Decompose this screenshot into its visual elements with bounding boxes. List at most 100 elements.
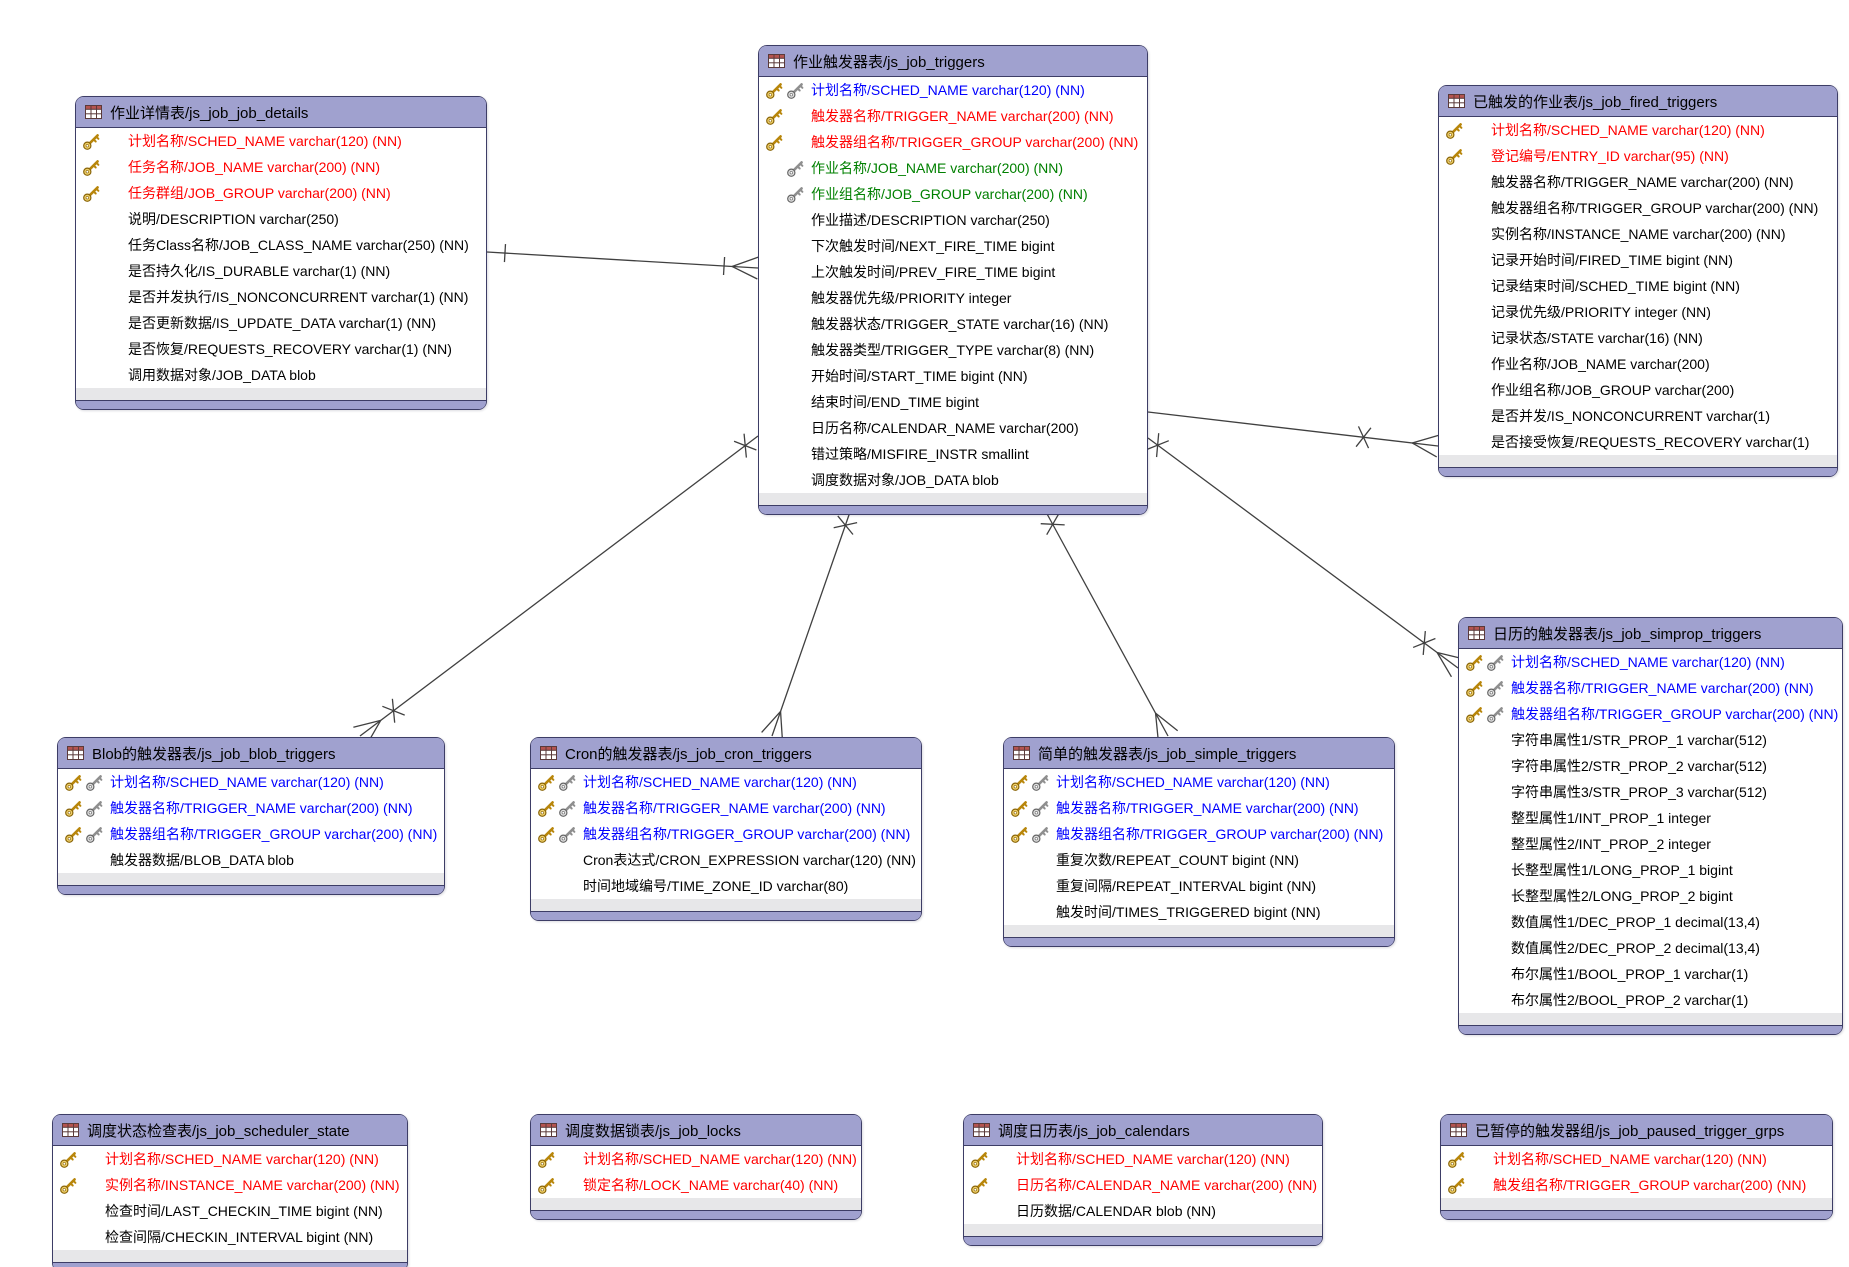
column-row: 检查时间/LAST_CHECKIN_TIME bigint (NN) xyxy=(53,1198,407,1224)
table-footer-strip xyxy=(531,899,921,911)
column-row: 计划名称/SCHED_NAME varchar(120) (NN) xyxy=(1459,649,1842,675)
table-title: 已暂停的触发器组/js_job_paused_trigger_grps xyxy=(1475,1122,1785,1140)
primary-key-icon xyxy=(1010,799,1029,818)
primary-key-icon xyxy=(1465,653,1484,672)
crowfoot-marker xyxy=(731,265,758,280)
column-row: 触发器组名称/TRIGGER_GROUP varchar(200) (NN) xyxy=(759,129,1147,155)
table-title: 调度日历表/js_job_calendars xyxy=(998,1122,1190,1140)
column-row: 触发器状态/TRIGGER_STATE varchar(16) (NN) xyxy=(759,311,1147,337)
column-row: 触发器名称/TRIGGER_NAME varchar(200) (NN) xyxy=(1439,169,1837,195)
table-footer-strip xyxy=(964,1224,1322,1236)
primary-key-icon xyxy=(1465,679,1484,698)
column-definition: Cron表达式/CRON_EXPRESSION varchar(120) (NN… xyxy=(583,852,916,868)
column-definition: 重复次数/REPEAT_COUNT bigint (NN) xyxy=(1056,852,1299,868)
table-footer-strip xyxy=(1441,1198,1832,1210)
column-row: 作业描述/DESCRIPTION varchar(250) xyxy=(759,207,1147,233)
foreign-key-icon xyxy=(786,185,805,204)
table-footer-strip xyxy=(1439,455,1837,467)
column-row: 长整型属性1/LONG_PROP_1 bigint xyxy=(1459,857,1842,883)
column-row: 布尔属性2/BOOL_PROP_2 varchar(1) xyxy=(1459,987,1842,1013)
primary-key-icon xyxy=(1445,147,1464,166)
primary-key-icon xyxy=(1465,705,1484,724)
column-row: 计划名称/SCHED_NAME varchar(120) (NN) xyxy=(76,128,486,154)
column-row: Cron表达式/CRON_EXPRESSION varchar(120) (NN… xyxy=(531,847,921,873)
table-title: Blob的触发器表/js_job_blob_triggers xyxy=(92,745,336,763)
column-row: 开始时间/START_TIME bigint (NN) xyxy=(759,363,1147,389)
primary-key-icon xyxy=(765,107,784,126)
column-definition: 错过策略/MISFIRE_INSTR smallint xyxy=(811,446,1029,462)
column-definition: 作业名称/JOB_NAME varchar(200) (NN) xyxy=(811,160,1064,176)
column-row: 整型属性1/INT_PROP_1 integer xyxy=(1459,805,1842,831)
foreign-key-icon xyxy=(1031,825,1050,844)
column-row: 日历数据/CALENDAR blob (NN) xyxy=(964,1198,1322,1224)
column-definition: 调用数据对象/JOB_DATA blob xyxy=(128,367,316,383)
column-row: 计划名称/SCHED_NAME varchar(120) (NN) xyxy=(759,77,1147,103)
column-row: 结束时间/END_TIME bigint xyxy=(759,389,1147,415)
column-definition: 检查间隔/CHECKIN_INTERVAL bigint (NN) xyxy=(105,1229,374,1245)
table-title: 已触发的作业表/js_job_fired_triggers xyxy=(1473,93,1718,111)
one-tick-marker xyxy=(503,244,507,263)
column-definition: 触发器名称/TRIGGER_NAME varchar(200) (NN) xyxy=(1491,174,1794,190)
table-title: 日历的触发器表/js_job_simprop_triggers xyxy=(1493,625,1762,643)
column-definition: 触发组名称/TRIGGER_GROUP varchar(200) (NN) xyxy=(1493,1177,1807,1193)
column-row: 触发时间/TIMES_TRIGGERED bigint (NN) xyxy=(1004,899,1394,925)
column-definition: 记录状态/STATE varchar(16) (NN) xyxy=(1491,330,1703,346)
foreign-key-icon xyxy=(786,81,805,100)
column-definition: 计划名称/SCHED_NAME varchar(120) (NN) xyxy=(583,774,857,790)
relation-triggers-to-blob xyxy=(359,435,759,737)
column-row: 计划名称/SCHED_NAME varchar(120) (NN) xyxy=(531,769,921,795)
column-definition: 触发器组名称/TRIGGER_GROUP varchar(200) (NN) xyxy=(1511,706,1839,722)
table-footer-bar xyxy=(531,1210,861,1219)
column-definition: 触发时间/TIMES_TRIGGERED bigint (NN) xyxy=(1056,904,1321,920)
column-definition: 结束时间/END_TIME bigint xyxy=(811,394,980,410)
table-icon xyxy=(1448,94,1465,108)
column-row: 错过策略/MISFIRE_INSTR smallint xyxy=(759,441,1147,467)
column-row: 记录状态/STATE varchar(16) (NN) xyxy=(1439,325,1837,351)
column-row: 记录开始时间/FIRED_TIME bigint (NN) xyxy=(1439,247,1837,273)
column-row: 记录优先级/PRIORITY integer (NN) xyxy=(1439,299,1837,325)
column-definition: 开始时间/START_TIME bigint (NN) xyxy=(811,368,1028,384)
table-footer-strip xyxy=(1459,1013,1842,1025)
column-definition: 数值属性2/DEC_PROP_2 decimal(13,4) xyxy=(1511,940,1760,956)
table-footer-bar xyxy=(76,400,486,409)
column-row: 布尔属性1/BOOL_PROP_1 varchar(1) xyxy=(1459,961,1842,987)
column-definition: 触发器组名称/TRIGGER_GROUP varchar(200) (NN) xyxy=(811,134,1139,150)
table-header: Blob的触发器表/js_job_blob_triggers xyxy=(58,738,444,769)
column-row: 调度数据对象/JOB_DATA blob xyxy=(759,467,1147,493)
table-header: 作业详情表/js_job_job_details xyxy=(76,97,486,128)
table-footer-bar xyxy=(1439,467,1837,476)
entity-table-js_job_simprop_triggers[interactable]: 日历的触发器表/js_job_simprop_triggers 计划名称/SCHE… xyxy=(1458,617,1843,1035)
primary-key-icon xyxy=(537,773,556,792)
foreign-key-icon xyxy=(85,799,104,818)
primary-key-icon xyxy=(82,158,101,177)
column-row: 字符串属性2/STR_PROP_2 varchar(512) xyxy=(1459,753,1842,779)
column-row: 是否持久化/IS_DURABLE varchar(1) (NN) xyxy=(76,258,486,284)
table-icon xyxy=(85,105,102,119)
primary-key-icon xyxy=(64,799,83,818)
foreign-key-icon xyxy=(1031,799,1050,818)
crowfoot-marker xyxy=(1155,712,1179,732)
column-row: 是否接受恢复/REQUESTS_RECOVERY varchar(1) xyxy=(1439,429,1837,455)
column-definition: 字符串属性1/STR_PROP_1 varchar(512) xyxy=(1511,732,1767,748)
column-definition: 记录优先级/PRIORITY integer (NN) xyxy=(1491,304,1711,320)
column-row: 实例名称/INSTANCE_NAME varchar(200) (NN) xyxy=(1439,221,1837,247)
primary-key-icon xyxy=(59,1176,78,1195)
table-icon xyxy=(62,1123,79,1137)
table-header: 作业触发器表/js_job_triggers xyxy=(759,46,1147,77)
column-definition: 触发器类型/TRIGGER_TYPE varchar(8) (NN) xyxy=(811,342,1095,358)
column-definition: 时间地域编号/TIME_ZONE_ID varchar(80) xyxy=(583,878,849,894)
column-row: 触发器名称/TRIGGER_NAME varchar(200) (NN) xyxy=(58,795,444,821)
column-row: 触发器名称/TRIGGER_NAME varchar(200) (NN) xyxy=(531,795,921,821)
primary-key-icon xyxy=(59,1150,78,1169)
